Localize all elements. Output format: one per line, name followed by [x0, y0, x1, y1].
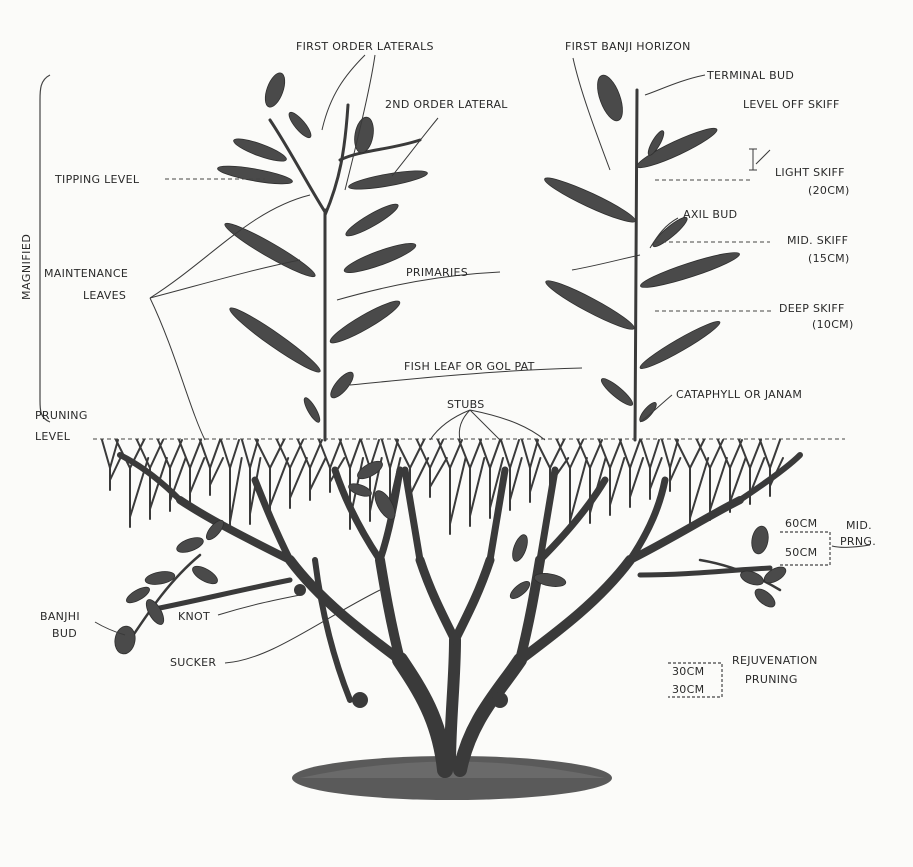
label-rejuvenation-2: PRUNING — [745, 673, 798, 686]
label-terminal-bud: TERMINAL BUD — [706, 69, 794, 82]
label-30cm-b: 30CM — [672, 683, 704, 696]
label-fish-leaf: FISH LEAF OR GOL PAT — [404, 360, 535, 373]
crown-twig — [102, 440, 120, 490]
crown-twigs — [102, 440, 783, 534]
crown-twig — [620, 440, 643, 507]
label-50cm: 50CM — [785, 546, 817, 559]
label-deep-skiff-depth: (10CM) — [812, 318, 854, 331]
label-knot: KNOT — [178, 610, 210, 623]
label-light-skiff-depth: (20CM) — [808, 184, 850, 197]
crown-twig — [438, 440, 466, 534]
label-mid-prng-2: PRNG. — [840, 535, 876, 548]
label-deep-skiff: DEEP SKIFF — [779, 302, 845, 315]
label-pruning-level-2: LEVEL — [35, 430, 71, 443]
crown-twig — [641, 440, 662, 499]
magnified-left-shoot — [217, 70, 429, 440]
label-pruning-level-1: PRUNING — [35, 409, 88, 422]
label-stubs: STUBS — [447, 398, 485, 411]
label-primaries: PRIMARIES — [406, 266, 468, 279]
level-off-skiff-marker — [749, 149, 757, 170]
magnified-right-shoot — [542, 72, 742, 440]
label-banjhi-1: BANJHI — [40, 610, 80, 623]
label-light-skiff: LIGHT SKIFF — [775, 166, 845, 179]
label-mid-skiff-depth: (15CM) — [808, 252, 850, 265]
crown-twig — [459, 440, 484, 526]
label-sucker: SUCKER — [170, 656, 216, 669]
crown-twig — [179, 440, 204, 503]
label-cataphyll: CATAPHYLL OR JANAM — [676, 388, 802, 401]
label-axil-bud: AXIL BUD — [683, 208, 737, 221]
bush-frame — [120, 455, 800, 770]
label-maintenance-1: MAINTENANCE — [44, 267, 128, 280]
label-rejuvenation-1: REJUVENATION — [732, 654, 818, 667]
label-mid-prng-1: MID. — [846, 519, 872, 532]
label-30cm-a: 30CM — [672, 665, 704, 678]
label-level-off-skiff: LEVEL OFF SKIFF — [743, 98, 840, 111]
crown-twig — [361, 440, 382, 521]
label-first-order-laterals: FIRST ORDER LATERALS — [296, 40, 434, 53]
crown-twig — [221, 440, 242, 532]
label-60cm: 60CM — [785, 517, 817, 530]
label-first-banji-horizon: FIRST BANJI HORIZON — [565, 40, 691, 53]
crown-twig — [522, 440, 540, 502]
label-2nd-order-lateral: 2ND ORDER LATERAL — [385, 98, 508, 111]
label-maintenance-2: LEAVES — [83, 289, 126, 302]
magnified-bracket — [40, 75, 50, 422]
label-mid-skiff: MID. SKIFF — [787, 234, 848, 247]
magnified-label: MAGNIFIED — [20, 234, 33, 300]
crown-twig — [200, 440, 223, 495]
label-banjhi-2: BUD — [52, 627, 77, 640]
banjhi-side-shoot — [113, 518, 227, 656]
level-off-skiff-pointer — [756, 150, 770, 164]
label-tipping-level: TIPPING LEVEL — [54, 173, 140, 186]
